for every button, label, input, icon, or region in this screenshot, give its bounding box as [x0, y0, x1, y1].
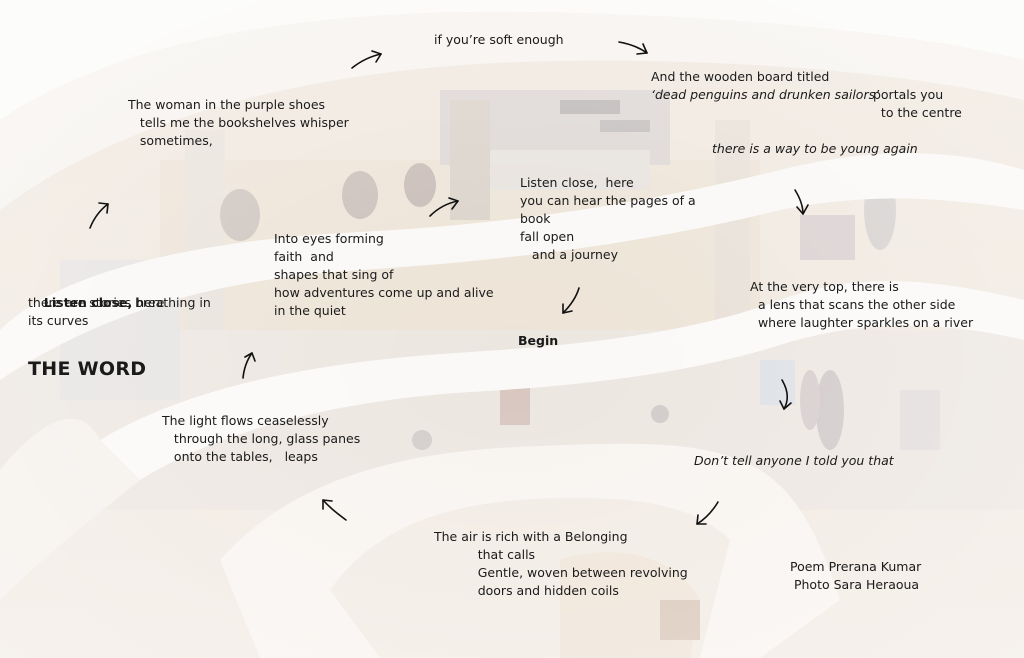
stanza-listen-stories-head: Listen close, here: [28, 276, 165, 330]
poem-title: THE WORD: [28, 358, 147, 380]
poem-line: shapes that sing of: [274, 267, 394, 282]
poem-line: to the centre: [869, 105, 962, 120]
poem-line: a lens that scans the other side: [750, 297, 956, 312]
poem-line: fall open: [520, 229, 575, 244]
poem-line: you can hear the pages of a: [520, 193, 696, 208]
poem-line: tells me the bookshelves whisper: [128, 115, 349, 130]
poem-line: Gentle, woven between revolving: [434, 565, 688, 580]
poem-line: Begin: [518, 333, 559, 348]
arrow-icon: [351, 50, 382, 69]
poem-line: where laughter sparkles on a river: [750, 315, 974, 330]
stanza-belonging: The air is rich with a Belonging that ca…: [434, 528, 688, 600]
poem-line: At the very top, there is: [750, 279, 899, 294]
stanza-young-again: there is a way to be young again: [712, 140, 918, 158]
stanza-dont-tell: Don’t tell anyone I told you that: [694, 452, 894, 470]
poem-line: portals you: [869, 87, 944, 102]
listen-close-rest: here: [132, 295, 165, 310]
poem-line: onto the tables, leaps: [162, 449, 318, 464]
poem-line: doors and hidden coils: [434, 583, 619, 598]
arrow-icon: [89, 202, 109, 229]
stanza-eyes-forming: Into eyes forming faith and shapes that si…: [274, 230, 494, 320]
stanza-purple-shoes: The woman in the purple shoes tells me t…: [128, 96, 349, 150]
arrow-icon: [242, 352, 256, 379]
poem-line: The light flows ceaselessly: [162, 413, 329, 428]
stanza-begin: Begin: [518, 332, 558, 350]
credits: Poem Prerana Kumar Photo Sara Heraoua: [790, 558, 921, 594]
poem-line: its curves: [28, 313, 89, 328]
poem-line: Listen close, here: [520, 175, 634, 190]
poem-line: ‘dead penguins and drunken sailors’: [651, 87, 880, 102]
poem-line: and a journey: [520, 247, 619, 262]
arrow-icon: [696, 501, 719, 525]
arrow-icon: [618, 41, 648, 55]
stanza-wooden-board-2: ‘dead penguins and drunken sailors’: [651, 86, 879, 104]
poem-line: The woman in the purple shoes: [128, 97, 326, 112]
poem-line: there are stories breathing in: [28, 295, 211, 310]
poem-line: if you’re soft enough: [434, 32, 564, 47]
arrow-icon: [429, 197, 459, 217]
poem-line: Don’t tell anyone I told you that: [694, 453, 894, 468]
stanza-wooden-board-1: And the wooden board titled: [651, 68, 829, 86]
poem-line: The air is rich with a Belonging: [434, 529, 628, 544]
arrow-icon: [562, 287, 580, 314]
poem-line: Poem Prerana Kumar: [790, 559, 922, 574]
poem-line: there is a way to be young again: [712, 141, 918, 156]
poem-line: that calls: [434, 547, 536, 562]
stanza-listen-pages: Listen close, here you can hear the pages…: [520, 174, 696, 264]
stanza-very-top: At the very top, there is a lens that sc…: [750, 278, 973, 332]
stanza-light-flows: The light flows ceaselessly through the …: [162, 412, 360, 466]
poem-line: sometimes,: [128, 133, 213, 148]
poem-line: through the long, glass panes: [162, 431, 361, 446]
poem-line: book: [520, 211, 551, 226]
stanza-wooden-board-3: portals you to the centre: [869, 86, 962, 122]
arrow-icon: [322, 499, 347, 521]
arrow-icon: [794, 189, 809, 215]
poem-line: Into eyes forming: [274, 231, 384, 246]
poem-line: how adventures come up and alive: [274, 285, 494, 300]
arrow-icon: [779, 379, 792, 410]
stanza-soft-enough: if you’re soft enough: [434, 31, 564, 49]
poem-line: Photo Sara Heraoua: [790, 577, 920, 592]
stanza-listen-stories: there are stories breathing in its curves: [28, 294, 211, 330]
poem-line: And the wooden board titled: [651, 69, 830, 84]
listen-close-bold: Listen close,: [43, 295, 133, 310]
poem-line: faith and: [274, 249, 334, 264]
poem-line: in the quiet: [274, 303, 346, 318]
